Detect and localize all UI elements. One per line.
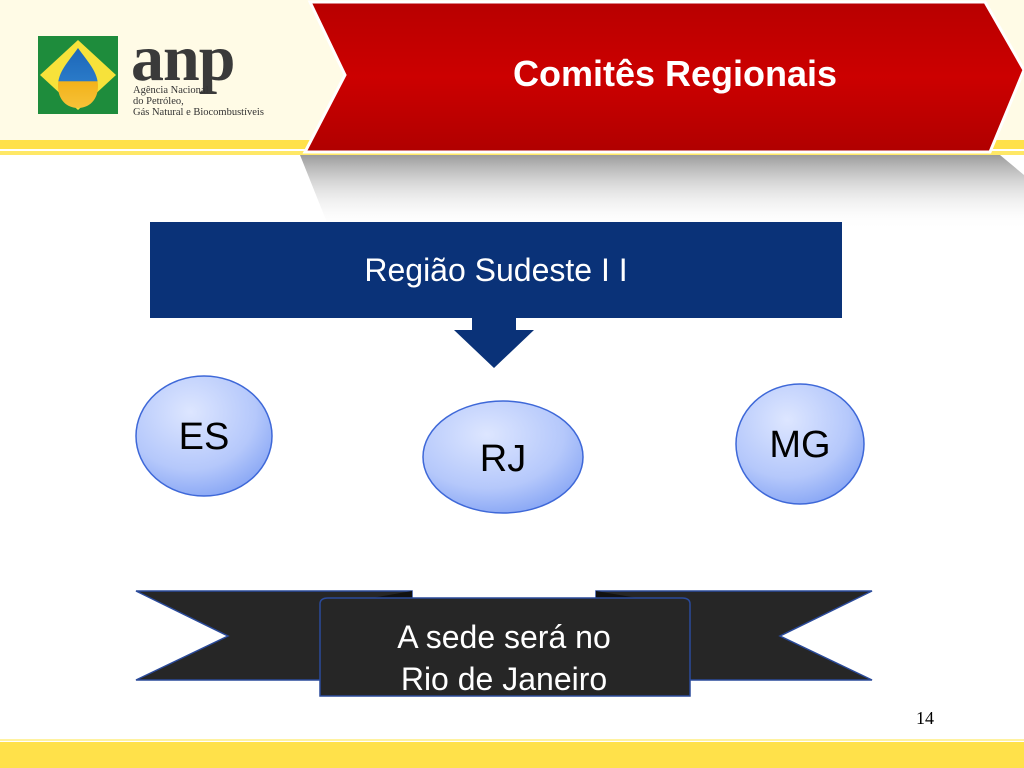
page-number: 14 [916, 708, 934, 728]
state-circle-es [135, 375, 273, 497]
banner-line-1: A sede será no [397, 619, 611, 655]
region-box [150, 222, 842, 318]
down-arrow-icon [454, 318, 534, 368]
banner-line-2: Rio de Janeiro [400, 661, 608, 697]
logo-wordmark: anp [131, 22, 235, 95]
state-circle-rj [422, 400, 584, 514]
region-title: Região Sudeste I I [364, 252, 628, 288]
state-circle-mg [735, 383, 865, 505]
anp-logo-drop-icon [38, 36, 118, 114]
logo-subtitle-line-3: Gás Natural e Biocombustíveis [133, 107, 264, 118]
ribbon-banner [135, 590, 873, 697]
logo-subtitle-line-2: do Petróleo, [133, 96, 184, 107]
header-red-banner [302, 0, 1024, 154]
page-title: Comitês Regionais [512, 53, 838, 94]
state-label-rj: RJ [479, 438, 527, 480]
banner-text: A sede será no Rio de Janeiro [318, 616, 690, 700]
logo-subtitle-line-1: Agência Nacional [133, 85, 209, 96]
state-label-es: ES [178, 416, 230, 458]
state-label-mg: MG [769, 424, 831, 466]
footer-yellow-band [0, 742, 1024, 768]
